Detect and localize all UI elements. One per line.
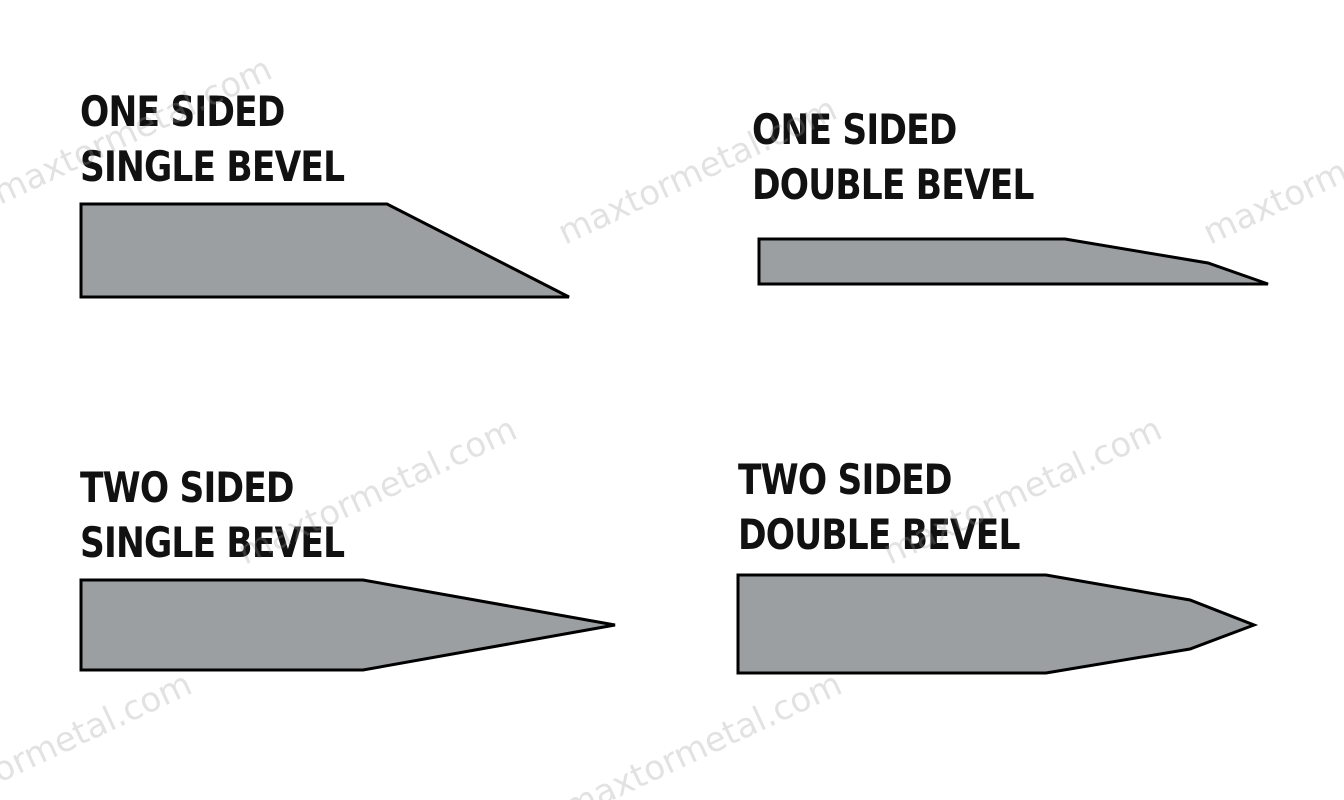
blade-one-sided-single-bevel [79,202,570,299]
label-line-1: ONE SIDED [752,105,957,154]
watermark-text: maxtormetal.com [232,409,523,573]
blade-two-sided-double-bevel [736,573,1259,675]
watermark-text: maxtormetal.com [557,664,848,800]
blade-two-sided-single-bevel [79,578,616,672]
label-line-2: DOUBLE BEVEL [738,510,1020,559]
label-line-2: SINGLE BEVEL [80,518,345,567]
watermark-text: maxtormetal.com [0,664,198,800]
label-two-sided-single-bevel: TWO SIDED SINGLE BEVEL [80,460,345,570]
watermarks: maxtormetal.com maxtormetal.com maxtorme… [0,49,1344,800]
label-line-1: ONE SIDED [80,87,285,136]
label-line-1: TWO SIDED [80,463,295,512]
watermark-text: maxtormetal.com [0,49,278,213]
label-line-1: TWO SIDED [738,455,953,504]
label-two-sided-double-bevel: TWO SIDED DOUBLE BEVEL [738,452,1020,562]
watermark-text: maxtormetal.com [877,409,1168,573]
blade-one-sided-double-bevel [757,237,1269,286]
label-line-2: SINGLE BEVEL [80,142,345,191]
watermark-text: maxtormetal.com [1197,89,1344,253]
label-line-2: DOUBLE BEVEL [752,160,1034,209]
label-one-sided-double-bevel: ONE SIDED DOUBLE BEVEL [752,102,1034,212]
label-one-sided-single-bevel: ONE SIDED SINGLE BEVEL [80,84,345,194]
watermark-text: maxtormetal.com [552,89,843,253]
